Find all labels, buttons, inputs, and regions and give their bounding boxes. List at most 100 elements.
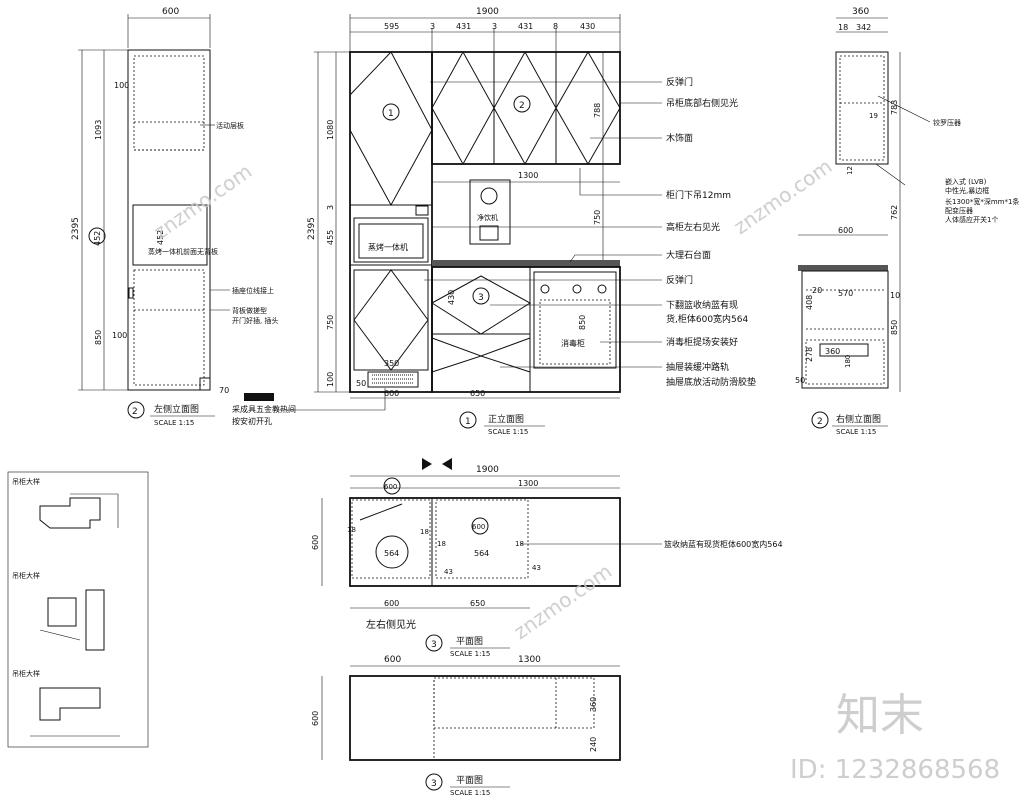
front-dim-100: 100 (326, 372, 335, 387)
left-dim-mark (88, 227, 106, 245)
front-scale: SCALE 1:15 (488, 428, 528, 436)
callout-8: 消毒柜提场安装好 (666, 336, 738, 348)
left-dim-middle: 452 (93, 231, 102, 246)
front-dim-431b: 431 (518, 22, 533, 31)
callout-0: 反弹门 (666, 76, 693, 88)
front-dim-850: 850 (578, 315, 587, 330)
front-dim-1300: 1300 (518, 171, 538, 180)
plan1-dim-564b: 564 (474, 549, 489, 558)
right-dim-50: 50 (795, 376, 805, 385)
plan1-dim-600: 600 (384, 483, 397, 491)
right-dim-600: 600 (838, 226, 853, 235)
front-title: 正立面图 (488, 413, 524, 425)
front-dim-750: 750 (326, 315, 335, 330)
front-dim-600: 600 (384, 389, 399, 398)
right-callout-led-5: 人体感应开关1个 (945, 215, 998, 224)
left-dim-lower: 850 (94, 330, 103, 345)
callout-5: 大理石台面 (666, 249, 711, 261)
right-dim-12: 12 (846, 166, 854, 175)
plan1-dim-18c: 18 (437, 540, 446, 548)
detail-label-1: 吊柜大样 (12, 477, 40, 486)
plan1-dim-564a: 564 (384, 549, 399, 558)
front-dim-3: 3 (326, 205, 335, 210)
front-dim-2395: 2395 (307, 217, 317, 240)
right-dim-20: 20 (812, 286, 822, 295)
right-dim-19: 19 (869, 112, 878, 120)
door-mark-1 (382, 103, 400, 121)
right-dim-278: 278 (805, 347, 814, 362)
plan1-dim-total: 1900 (476, 465, 499, 475)
plan1-dim-b600: 600 (384, 599, 399, 608)
left-callout-backpanel: 背板做搓型 开门好插, 插头 (232, 306, 278, 325)
plan2-dim-left: 600 (311, 711, 320, 726)
left-title: 左侧立面图 (154, 403, 199, 415)
left-title-num: 2 (132, 407, 138, 417)
left-callout-socket: 插座位线接上 (232, 286, 274, 295)
detail-label-3: 吊柜大样 (12, 669, 40, 678)
left-dim-100b: 100 (112, 331, 127, 340)
hardware-note-l1: 采成具五金教热间 (232, 404, 296, 414)
plan1-title-num: 3 (431, 640, 437, 650)
right-dim-18: 18 (838, 23, 848, 32)
plan1-scale: SCALE 1:15 (450, 650, 490, 658)
left-dim-100a: 100 (114, 81, 129, 90)
watermark: 知末 ID: 1232868568 znzmo.com znzmo.com zn… (149, 154, 1000, 785)
front-callouts: 反弹门 吊柜底部右侧见光 木饰面 柜门下吊12mm 高柜左右见光 大理石台面 反… (424, 76, 756, 388)
detail-sheet: 吊柜大样 吊柜大样 吊柜大样 (7, 471, 149, 748)
front-dim-788: 788 (593, 103, 602, 118)
right-title-num: 2 (817, 417, 823, 427)
callout-10: 抽屉底放活动防滑胶垫 (666, 376, 756, 388)
right-dim-10: 10 (890, 291, 900, 300)
right-dim-762: 762 (890, 205, 899, 220)
hardware-note: 采成具五金教热间 按安初开孔 (232, 388, 386, 426)
right-dim-783: 783 (890, 100, 899, 115)
callout-7b: 货,柜体600宽内564 (666, 313, 748, 325)
watermark-site-2: znzmo.com (149, 159, 256, 244)
door-mark-2-text: 2 (519, 101, 525, 111)
front-dim-455: 455 (326, 230, 335, 245)
front-dim-430: 430 (580, 22, 595, 31)
plan2-title: 平面图 (456, 775, 483, 786)
plan1-light-note: 左右侧见光 (366, 618, 416, 631)
sterilizer-label: 消毒柜 (561, 338, 585, 348)
right-callout-led-3: 长1300*宽*深mm*1条 (945, 197, 1019, 206)
front-elevation: 1900 595 3 431 3 431 8 430 1 蒸烤一体机 350 5… (307, 7, 756, 436)
left-elevation: 600 2395 1093 850 452 100 100 70 452 活动层… (71, 7, 278, 427)
plan1-dim-600b: 600 (472, 523, 485, 531)
left-callout-shelf: 活动层板 (216, 121, 244, 130)
plan1-dim-b650: 650 (470, 599, 485, 608)
small-dim-350: 350 (384, 359, 399, 368)
plan-view-1: 1900 600 1300 564 600 564 18 18 18 18 43… (311, 458, 783, 658)
right-scale: SCALE 1:15 (836, 428, 876, 436)
plan2-scale: SCALE 1:15 (450, 789, 490, 797)
right-dim-180: 180 (844, 355, 852, 368)
purifier-label: 净饮机 (477, 213, 498, 222)
right-elevation: 360 18 342 19 12 783 762 850 铰罗压器 嵌入式 (L… (795, 7, 1019, 436)
front-dim-total: 1900 (476, 7, 499, 17)
right-callout-led-2: 中性光,暴边框 (945, 186, 989, 195)
callout-9: 抽屉装缓冲路轨 (666, 361, 729, 373)
left-dim-452: 452 (156, 230, 165, 245)
door-mark-2 (513, 95, 531, 113)
callout-3: 柜门下吊12mm (666, 189, 731, 201)
callout-6: 反弹门 (666, 274, 693, 286)
watermark-brand: 知末 (836, 690, 924, 741)
plan1-title: 平面图 (456, 636, 483, 647)
left-callout-backpanel-l1: 背板做搓型 (232, 306, 267, 315)
door-mark-3 (472, 287, 490, 305)
left-scale: SCALE 1:15 (154, 419, 194, 427)
left-dim-total: 2395 (71, 217, 81, 240)
right-dim-408: 408 (805, 295, 814, 310)
door-mark-1-text: 1 (388, 109, 394, 119)
small-dim-50: 50 (356, 379, 366, 388)
plan2-dim-600: 600 (384, 655, 401, 665)
right-callout-transformer: 铰罗压器 (933, 118, 961, 127)
right-dim-570: 570 (838, 289, 853, 298)
left-dim-width: 600 (162, 7, 179, 17)
left-callout-oven: 蒸烤一体机前面无背板 (148, 247, 218, 256)
right-callout-led-1: 嵌入式 (LVB) (945, 177, 987, 186)
plan1-callout: 篮收纳蓝有现货柜体600宽内564 (664, 539, 783, 549)
right-dim-850: 850 (890, 320, 899, 335)
plan1-dim-18b: 18 (420, 528, 429, 536)
